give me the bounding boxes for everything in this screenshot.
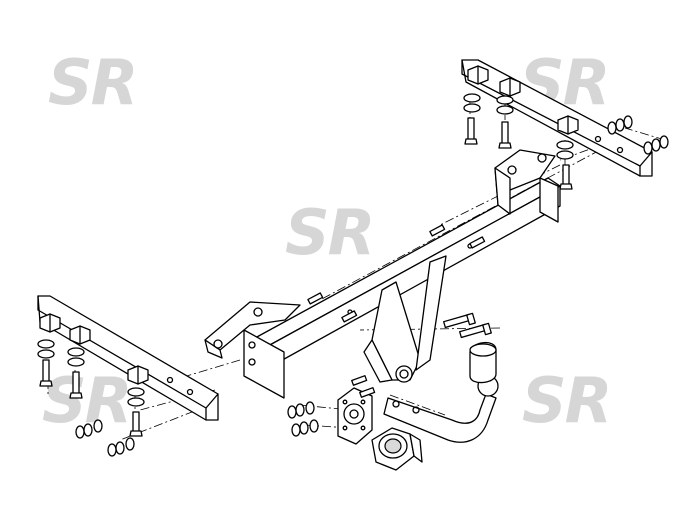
nut <box>467 65 489 85</box>
electric-socket <box>371 427 423 471</box>
bolt <box>359 387 376 398</box>
washer <box>125 437 135 451</box>
socket-fastener-chain <box>287 401 319 437</box>
bolt <box>341 310 358 323</box>
washer <box>496 105 514 115</box>
washer <box>615 118 625 132</box>
right-beam-end-plate <box>494 149 559 223</box>
bolt <box>307 292 324 305</box>
nut <box>291 423 301 437</box>
washer <box>299 421 309 435</box>
washer <box>127 387 145 397</box>
nut <box>499 77 521 97</box>
nut <box>659 135 669 149</box>
washer <box>463 103 481 113</box>
bolt <box>129 411 143 437</box>
left-fastener-chain <box>75 419 135 457</box>
nut <box>39 313 61 333</box>
washer <box>37 349 55 359</box>
nut <box>127 365 149 385</box>
nut <box>557 115 579 135</box>
washer <box>556 150 574 160</box>
washer <box>651 138 661 152</box>
left-beam-end-plate <box>204 301 301 399</box>
washer <box>607 121 617 135</box>
washer <box>463 93 481 103</box>
washer <box>295 403 305 417</box>
bolt <box>459 322 492 339</box>
left-bracket-nuts <box>37 313 149 407</box>
washer <box>67 347 85 357</box>
washer <box>643 141 653 155</box>
bolt <box>464 117 478 145</box>
bolt <box>498 121 512 149</box>
drop-plate-bolts <box>443 312 492 339</box>
washer <box>623 115 633 129</box>
socket-screws <box>351 375 376 398</box>
tow-ball-cover <box>469 342 497 384</box>
washer <box>67 357 85 367</box>
right-bracket-nuts <box>463 65 579 160</box>
bolt <box>351 375 368 386</box>
beam-bolts <box>307 224 486 323</box>
watermark-center: SR <box>285 196 373 269</box>
nut <box>69 325 91 345</box>
nut <box>107 443 117 457</box>
washer <box>556 140 574 150</box>
washer <box>115 441 125 455</box>
bolt <box>469 236 486 249</box>
bolt <box>39 359 53 387</box>
watermark-top-left: SR <box>48 46 136 119</box>
drop-plate <box>363 255 447 383</box>
right-bolts <box>464 117 573 190</box>
right-side-fastener-chain <box>607 115 669 155</box>
socket-plate <box>337 387 373 445</box>
left-bolts <box>39 359 143 437</box>
bolt <box>443 312 476 329</box>
bolt <box>559 164 573 190</box>
nut <box>287 405 297 419</box>
watermark-bottom-right: SR <box>522 364 610 437</box>
nut <box>75 425 85 439</box>
washer <box>309 419 319 433</box>
bolt <box>69 371 83 399</box>
washer <box>37 339 55 349</box>
washer <box>127 397 145 407</box>
washer <box>93 419 103 433</box>
watermark-group: SR SR SR SR SR <box>42 46 612 437</box>
washer <box>305 401 315 415</box>
bolt <box>429 224 446 237</box>
washer <box>496 95 514 105</box>
washer <box>83 423 93 437</box>
